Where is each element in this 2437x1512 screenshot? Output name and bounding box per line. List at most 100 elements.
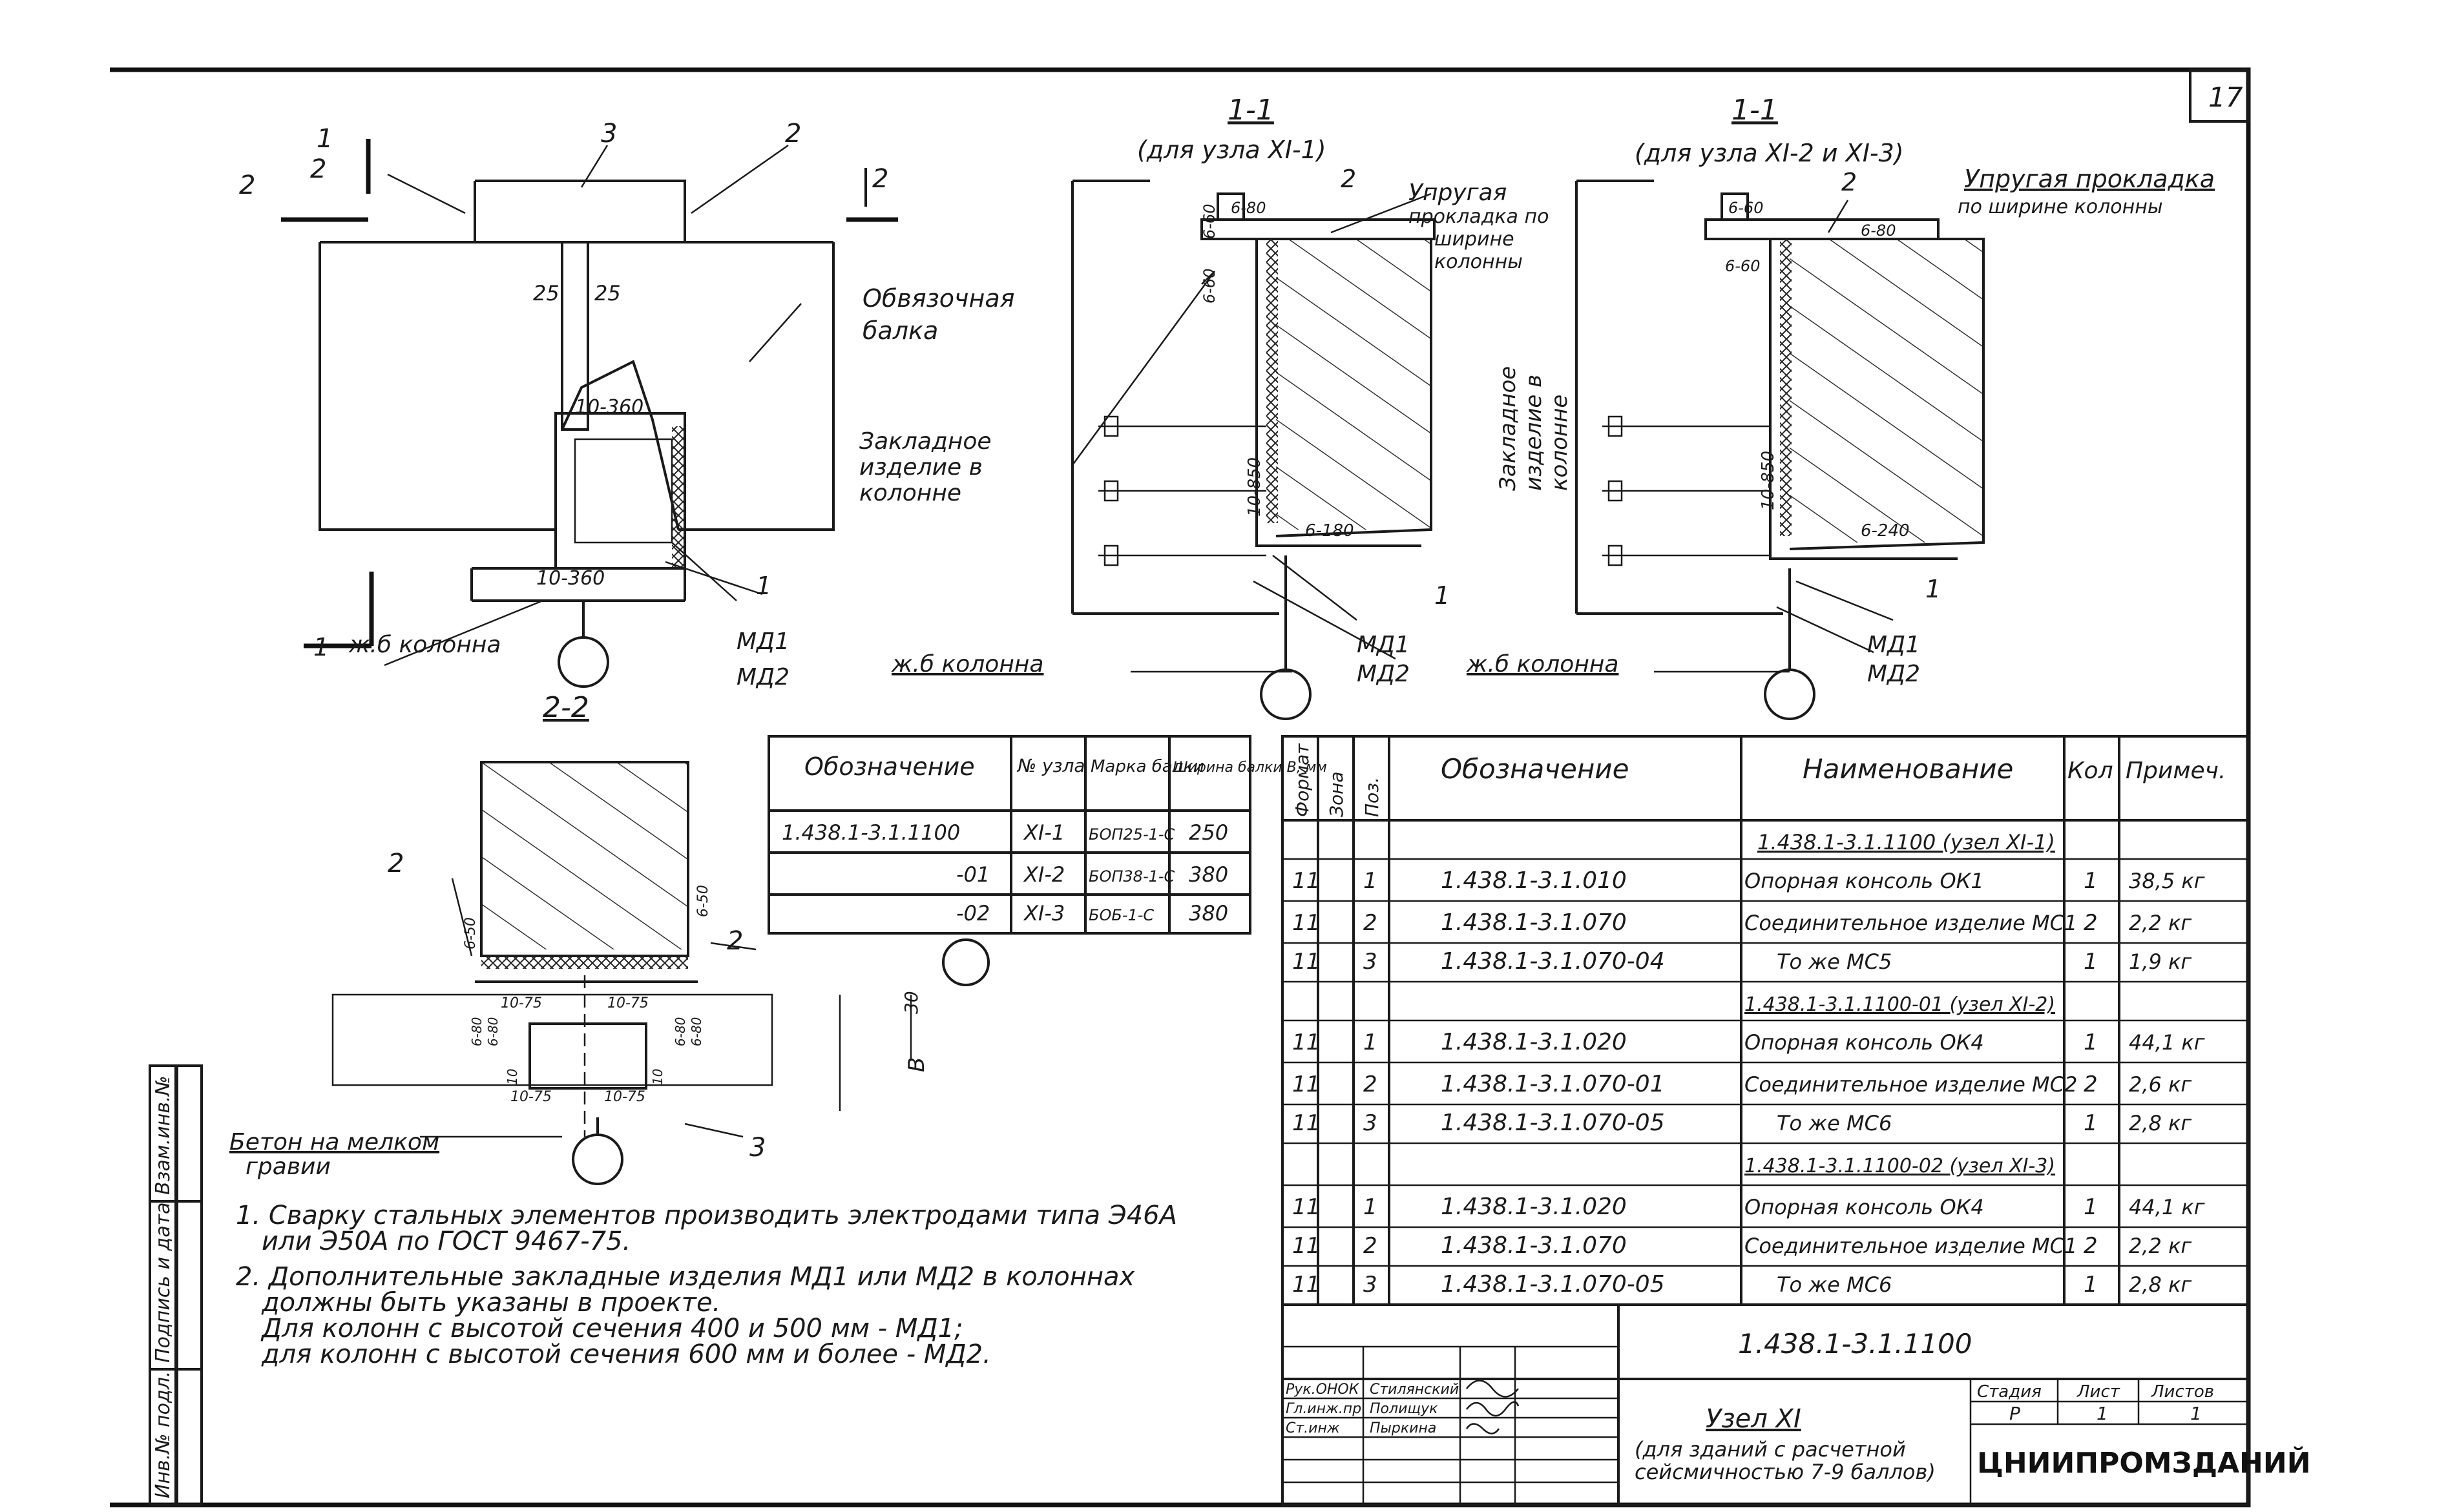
beam-cell: БОБ-1-С bbox=[1089, 906, 1154, 924]
spec-cell: 1.438.1-3.1.070-05 bbox=[1441, 1110, 1665, 1136]
beam-cell: XI-1 bbox=[1023, 820, 1065, 845]
spec-table-row: 11 2 1.438.1-3.1.070-01 Соединительное и… bbox=[1292, 1071, 2191, 1097]
spec-header-note: Примеч. bbox=[2126, 758, 2226, 784]
right-title: 1-1 bbox=[1731, 94, 1778, 127]
mid-label-md2: МД2 bbox=[1357, 661, 1410, 687]
left-mark-2a: 2 bbox=[310, 154, 326, 184]
right-mark-2: 2 bbox=[1841, 168, 1857, 196]
spec-cell: 3 bbox=[1363, 949, 1377, 975]
spec-cell: 2,2 кг bbox=[2129, 911, 2191, 935]
mid-dim-10-850: 10-850 bbox=[1245, 457, 1264, 517]
title-block-person: Полищук bbox=[1370, 1401, 1438, 1417]
label-concrete: Бетон на мелком bbox=[229, 1129, 439, 1155]
beam-header-width: Ширина балки В, мм bbox=[1173, 760, 1327, 776]
left-mark-1-leader: 1 bbox=[756, 572, 771, 600]
callout-circle-left bbox=[558, 636, 609, 688]
bottom-dim-10b: 10 bbox=[650, 1069, 665, 1085]
bottom-dim-6-80c: 6-80 bbox=[673, 1017, 688, 1046]
bottom-dim-10-75b: 10-75 bbox=[607, 995, 649, 1011]
spec-cell: 1.438.1-3.1.020 bbox=[1441, 1029, 1627, 1055]
drawing-bottom-section: 2 2 3 B 30 6-50 6-50 10-75 10-75 10-75 1… bbox=[229, 761, 990, 1185]
mid-label-embed-2: изделие в bbox=[859, 454, 983, 481]
spec-table-row: 11 3 1.438.1-3.1.070-05 То же МС6 1 2,8 … bbox=[1292, 1271, 2191, 1298]
title-block-stage: Р bbox=[2009, 1403, 2020, 1424]
spec-cell: 1 bbox=[2084, 1272, 2098, 1298]
right-dim-6-60b: 6-60 bbox=[1725, 257, 1760, 275]
left-dim-25a: 25 bbox=[533, 281, 560, 306]
callout-circle-bottom-right bbox=[942, 938, 990, 986]
callout-circle-right bbox=[1764, 668, 1815, 720]
note-line: 1. Сварку стальных элементов производить… bbox=[236, 1201, 1177, 1230]
page-number: 17 bbox=[2208, 81, 2243, 113]
spec-cell: 11 bbox=[1292, 949, 1320, 975]
spec-cell: То же МС5 bbox=[1777, 949, 1892, 974]
left-mark-2-right: 2 bbox=[872, 164, 888, 194]
left-label-column: ж.б колонна bbox=[348, 632, 501, 658]
label-balka: балка bbox=[863, 316, 938, 345]
spec-cell: 44,1 кг bbox=[2129, 1030, 2205, 1055]
note-line: для колонн с высотой сечения 600 мм и бо… bbox=[261, 1340, 991, 1369]
signature-3 bbox=[1465, 1423, 1500, 1434]
spec-cell: 3 bbox=[1363, 1272, 1377, 1298]
spec-cell: 2 bbox=[1363, 1233, 1377, 1259]
spec-cell: Соединительное изделие МС1 bbox=[1744, 1234, 2077, 1258]
spec-cell: 2 bbox=[2084, 1072, 2098, 1097]
beam-cell: -01 bbox=[956, 862, 990, 887]
spec-cell: 11 bbox=[1292, 910, 1320, 936]
note-line: Для колонн с высотой сечения 400 и 500 м… bbox=[260, 1314, 963, 1343]
spec-cell: То же МС6 bbox=[1777, 1111, 1892, 1135]
beam-table-row: -01 XI-2 БОП38-1-С 380 bbox=[956, 862, 1228, 887]
bottom-mark-3: 3 bbox=[749, 1133, 766, 1163]
right-label-elastic-2: по ширине колонны bbox=[1958, 196, 2163, 218]
spec-cell: 1 bbox=[2084, 1030, 2098, 1055]
left-mark-1-bottom: 1 bbox=[313, 633, 329, 661]
mid-label-elastic-2: прокладка по bbox=[1408, 205, 1549, 228]
mid-dim-6-80: 6-80 bbox=[1231, 199, 1266, 217]
right-dim-6-80: 6-80 bbox=[1861, 222, 1896, 240]
spec-cell: 11 bbox=[1292, 1233, 1320, 1259]
right-label-column: ж.б колонна bbox=[1466, 651, 1618, 678]
left-dim-10-360b: 10-360 bbox=[536, 567, 605, 590]
drawing-mid-section: 1-1 (для узла XI-1) 2 Упругая прокладка … bbox=[859, 94, 1549, 720]
spec-cell: 1 bbox=[1363, 1030, 1377, 1055]
left-dim-10-360a: 10-360 bbox=[575, 396, 643, 419]
bottom-dim-10-75a: 10-75 bbox=[501, 995, 542, 1011]
spec-cell: 2,8 кг bbox=[2129, 1272, 2191, 1297]
right-mark-1: 1 bbox=[1925, 575, 1941, 603]
spec-cell: 1.438.1-3.1.1100 (узел XI-1) bbox=[1757, 830, 2055, 854]
spec-table-row: 11 3 1.438.1-3.1.070-05 То же МС6 1 2,8 … bbox=[1292, 1110, 2191, 1136]
beam-table-row: -02 XI-3 БОБ-1-С 380 bbox=[956, 901, 1228, 926]
beam-table-row: 1.438.1-3.1.1100 XI-1 БОП25-1-С 250 bbox=[782, 820, 1228, 845]
beam-cell: 250 bbox=[1189, 820, 1228, 845]
spec-cell: 11 bbox=[1292, 1272, 1320, 1298]
spec-cell: 2,2 кг bbox=[2129, 1234, 2191, 1258]
beam-cell: XI-2 bbox=[1023, 862, 1065, 887]
left-label-md1: МД1 bbox=[737, 628, 790, 655]
spec-cell: 11 bbox=[1292, 1194, 1320, 1220]
mid-dim-6-180: 6-180 bbox=[1305, 521, 1354, 541]
bottom-dim-10-75d: 10-75 bbox=[604, 1089, 645, 1105]
drawing-right-section: 1-1 (для узла XI-2 и XI-3) 2 Упругая про… bbox=[1466, 94, 2215, 720]
title-block-stage-label: Стадия bbox=[1977, 1382, 2042, 1402]
signature-2 bbox=[1466, 1401, 1520, 1417]
spec-header-designation: Обозначение bbox=[1441, 753, 1629, 785]
spec-header-pos: Поз. bbox=[1361, 777, 1383, 817]
bottom-dim-10a: 10 bbox=[505, 1069, 520, 1085]
note-line: или Э50А по ГОСТ 9467-75. bbox=[262, 1227, 631, 1256]
label-gravel: гравии bbox=[246, 1154, 331, 1180]
left-dim-25b: 25 bbox=[594, 281, 621, 306]
beam-table: Обозначение № узла Марка балки Ширина ба… bbox=[768, 735, 1327, 935]
beam-cell: -02 bbox=[956, 901, 990, 926]
title-block-name-3: сейсмичностью 7-9 баллов) bbox=[1635, 1460, 1936, 1484]
right-dim-6-60a: 6-60 bbox=[1728, 199, 1763, 217]
spec-table-row: 1.438.1-3.1.1100-01 (узел XI-2) bbox=[1744, 993, 2055, 1016]
right-label-embed-3: колонне bbox=[1547, 395, 1573, 491]
beam-cell: 380 bbox=[1189, 862, 1228, 887]
beam-cell: БОП38-1-С bbox=[1089, 867, 1175, 885]
spec-cell: 1 bbox=[1363, 868, 1377, 894]
bottom-mark-2a: 2 bbox=[388, 849, 404, 878]
spec-cell: 2 bbox=[2084, 1233, 2098, 1259]
mid-dim-6-60a: 6-60 bbox=[1200, 204, 1218, 239]
signature-1 bbox=[1466, 1380, 1519, 1398]
callout-circle-mid bbox=[1260, 668, 1312, 720]
